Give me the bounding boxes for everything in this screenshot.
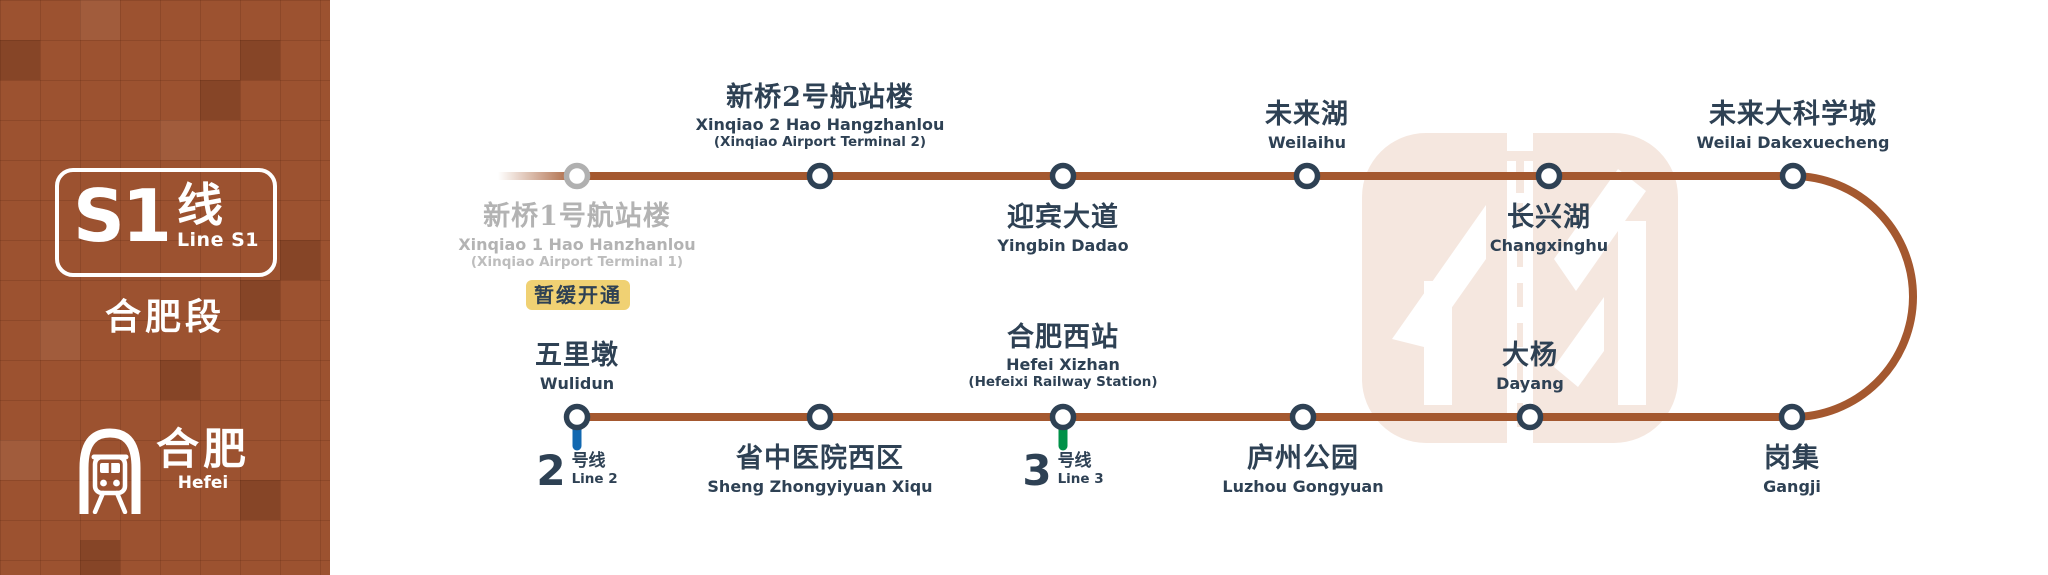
station-name-zh: 大杨 — [1502, 340, 1558, 372]
station-label-gangji: 岗集 Gangji — [1622, 442, 1962, 496]
interchange-number: 3 — [1022, 446, 1052, 495]
line-info-panel: S1 线 Line S1 合肥段 合肥 Hefei — [0, 0, 330, 575]
section-label: 合肥段 — [104, 296, 225, 338]
station-marker-dayang — [1516, 403, 1544, 431]
route-line-s1 — [577, 172, 1917, 422]
station-name-zh: 新桥2号航站楼 — [726, 81, 914, 113]
station-name-zh: 省中医院西区 — [736, 443, 904, 474]
station-name-en: Weilaihu — [1268, 132, 1346, 152]
station-name-zh: 未来大科学城 — [1709, 99, 1877, 131]
station-name-en: Hefei Xizhan — [1006, 355, 1120, 375]
city-name-en: Hefei — [177, 473, 229, 494]
station-name-zh: 长兴湖 — [1507, 202, 1591, 233]
line-badge: S1 线 Line S1 — [55, 168, 277, 277]
station-name-en: Luzhou Gongyuan — [1222, 476, 1384, 496]
line-code: S1 — [72, 174, 172, 258]
station-name-zh: 五里墩 — [535, 340, 619, 372]
station-label-wulidun: 五里墩 Wulidun — [407, 339, 747, 393]
station-name-zh: 新桥1号航站楼 — [483, 201, 671, 232]
mosaic-tile — [160, 360, 200, 400]
station-name-en: Changxinghu — [1489, 235, 1609, 255]
station-name-zh: 岗集 — [1764, 443, 1820, 474]
station-marker-changxinghu — [1535, 162, 1563, 190]
hefei-metro-watermark — [1362, 133, 1678, 443]
station-name-zh: 庐州公园 — [1247, 443, 1359, 474]
mosaic-tile — [200, 80, 240, 120]
station-label-hefei-xizhan: 合肥西站 Hefei Xizhan (Hefeixi Railway Stati… — [893, 321, 1233, 392]
station-name-en: Xinqiao 1 Hao Hanzhanlou — [458, 234, 696, 254]
station-name-en: Dayang — [1496, 373, 1564, 393]
station-name-zh: 迎宾大道 — [1007, 202, 1119, 233]
station-name-en: Xinqiao 2 Hao Hangzhanlou — [695, 115, 945, 135]
station-marker-sheng-zhongyiyuan-xiqu — [806, 403, 834, 431]
station-marker-yingbin-dadao — [1049, 162, 1077, 190]
city-name-zh: 合肥 — [156, 425, 250, 475]
line-suffix-zh: 线 — [176, 178, 223, 232]
station-name-zh: 未来湖 — [1265, 99, 1349, 131]
mosaic-tile — [240, 40, 280, 80]
station-label-yingbin-dadao: 迎宾大道 Yingbin Dadao — [893, 201, 1233, 255]
station-name-en: Yingbin Dadao — [997, 235, 1129, 255]
station-label-xinqiao-t2: 新桥2号航站楼 Xinqiao 2 Hao Hangzhanlou (Xinqi… — [650, 81, 990, 152]
status-badge-opening-postponed: 暂缓开通 — [526, 280, 630, 310]
station-name-sub: (Xinqiao Airport Terminal 1) — [470, 253, 684, 270]
station-name-en: Wulidun — [539, 373, 615, 393]
station-label-luzhou-gongyuan: 庐州公园 Luzhou Gongyuan — [1133, 442, 1473, 496]
mosaic-tile — [40, 320, 80, 360]
interchange-suffix-zh: 号线 — [1057, 451, 1092, 471]
mosaic-tile — [80, 540, 120, 575]
station-name-zh: 合肥西站 — [1007, 321, 1119, 353]
station-marker-wulidun — [563, 403, 591, 431]
station-name-en: Sheng Zhongyiyuan Xiqu — [707, 476, 933, 496]
interchange-suffix-zh: 号线 — [571, 451, 606, 471]
station-name-sub: (Xinqiao Airport Terminal 2) — [713, 134, 927, 151]
station-label-xinqiao-t1: 新桥1号航站楼 Xinqiao 1 Hao Hanzhanlou (Xinqia… — [407, 200, 747, 271]
station-label-weilai-dakexuecheng: 未来大科学城 Weilai Dakexuecheng — [1623, 98, 1963, 152]
station-label-dayang: 大杨 Dayang — [1360, 339, 1700, 393]
station-marker-luzhou-gongyuan — [1289, 403, 1317, 431]
mosaic-tile — [0, 440, 40, 480]
mosaic-tile — [280, 240, 320, 280]
route-diagram: 新桥1号航站楼 Xinqiao 1 Hao Hanzhanlou (Xinqia… — [330, 0, 2048, 575]
station-name-en: Weilai Dakexuecheng — [1696, 132, 1890, 152]
mosaic-tile — [240, 480, 280, 520]
interchange-label-line3: 3 号线 Line 3 — [893, 446, 1233, 495]
interchange-number: 2 — [536, 446, 566, 495]
station-marker-weilaihu — [1293, 162, 1321, 190]
interchange-name-en: Line 2 — [571, 470, 618, 487]
station-marker-weilai-dakexuecheng — [1779, 162, 1807, 190]
station-marker-xinqiao-t1 — [563, 162, 591, 190]
interchange-name-en: Line 3 — [1057, 470, 1104, 487]
station-marker-xinqiao-t2 — [806, 162, 834, 190]
station-name-en: Gangji — [1763, 476, 1821, 496]
metro-tunnel-icon — [79, 428, 141, 514]
station-marker-hefei-xizhan — [1049, 403, 1077, 431]
station-label-weilaihu: 未来湖 Weilaihu — [1137, 98, 1477, 152]
station-name-sub: (Hefeixi Railway Station) — [968, 374, 1158, 391]
line-name-en: Line S1 — [176, 229, 259, 251]
operator-logo: 合肥 Hefei — [78, 425, 250, 514]
mosaic-tile — [0, 40, 40, 80]
mosaic-tile — [240, 280, 280, 320]
interchange-label-line2: 2 号线 Line 2 — [407, 446, 747, 495]
mosaic-tile — [80, 0, 120, 40]
station-label-changxinghu: 长兴湖 Changxinghu — [1379, 201, 1719, 255]
station-label-sheng-zhongyiyuan-xiqu: 省中医院西区 Sheng Zhongyiyuan Xiqu — [650, 442, 990, 496]
station-marker-gangji — [1778, 403, 1806, 431]
mosaic-tile — [160, 120, 200, 160]
